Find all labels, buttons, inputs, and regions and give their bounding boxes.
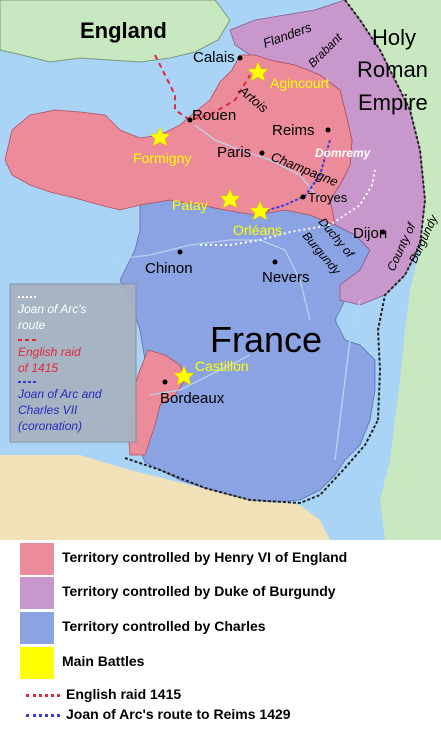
- river-seine: [194, 124, 321, 201]
- legend: Territory controlled by Henry VI of Engl…: [0, 540, 441, 730]
- city-dot-nevers: [272, 259, 278, 265]
- city-paris: Paris: [217, 144, 251, 161]
- region-hre-line3: Empire: [358, 90, 428, 115]
- legend-swatch-battles: [20, 647, 54, 679]
- battle-star-castillon: [173, 365, 195, 386]
- city-dot-bordeaux: [162, 379, 168, 385]
- battle-patay: Patay: [172, 197, 208, 213]
- city-nevers: Nevers: [262, 269, 310, 286]
- southern-border: [124, 419, 379, 505]
- joan-route: [200, 169, 376, 246]
- region-england: England: [80, 18, 167, 43]
- legend-line-label-raid: English raid 1415: [66, 686, 182, 702]
- inset-coronation-label-1: Joan of Arc and: [17, 387, 102, 401]
- city-bordeaux: Bordeaux: [160, 390, 225, 407]
- inset-coronation-label-2: Charles VII: [18, 403, 78, 417]
- battle-castillon: Castillon: [195, 358, 249, 374]
- city-rouen: Rouen: [192, 107, 236, 124]
- river-garonne: [149, 354, 251, 396]
- city-dot-rouen: [187, 117, 193, 123]
- battle-star-formigny: [149, 126, 171, 147]
- battle-star-patay: [219, 188, 241, 209]
- city-chinon: Chinon: [145, 260, 193, 277]
- region-hre-line2: Roman: [357, 57, 428, 82]
- region-hre-line1: Holy: [372, 25, 416, 50]
- city-dot-paris: [259, 150, 265, 156]
- map: England Holy Roman Empire France Flander…: [0, 0, 441, 540]
- legend-line-label-route: Joan of Arc's route to Reims 1429: [66, 706, 291, 722]
- battle-star-orleans: [249, 200, 271, 221]
- battle-orleans: Orléans: [233, 222, 282, 238]
- city-dot-chinon: [177, 249, 183, 255]
- region-france: France: [210, 319, 322, 360]
- spain-landmass: [0, 455, 330, 540]
- city-dot-troyes: [300, 194, 306, 200]
- city-domremy: Domremy: [315, 146, 372, 160]
- legend-line-sample-route: [26, 714, 60, 717]
- city-dot-dijon: [380, 229, 386, 235]
- inset-raid-label-2: of 1415: [18, 361, 58, 375]
- river-rhone: [334, 299, 361, 461]
- battle-formigny: Formigny: [133, 150, 191, 166]
- city-dijon: Dijon: [353, 225, 387, 242]
- england-landmass: [0, 0, 231, 63]
- city-reims: Reims: [272, 122, 315, 139]
- battle-agincourt: Agincourt: [270, 75, 329, 91]
- river-loire: [109, 239, 311, 321]
- inset-route-label-2: route: [18, 318, 46, 332]
- city-troyes: Troyes: [308, 190, 348, 205]
- city-dot-reims: [325, 127, 331, 133]
- inset-coronation-label-3: (coronation): [18, 419, 82, 433]
- inset-route-label-1: Joan of Arc's: [17, 302, 87, 316]
- english-territory: [4, 54, 353, 226]
- legend-label-battles: Main Battles: [62, 653, 145, 669]
- inset-raid-label-1: English raid: [18, 345, 81, 359]
- legend-line-sample-raid: [26, 694, 60, 697]
- legend-swatch-burgundy: [20, 577, 54, 609]
- legend-label-english: Territory controlled by Henry VI of Engl…: [62, 549, 348, 565]
- battle-star-agincourt: [247, 61, 269, 82]
- city-dot-calais: [237, 55, 243, 61]
- legend-label-charles: Territory controlled by Charles: [62, 618, 266, 634]
- legend-swatch-charles: [20, 612, 54, 644]
- legend-swatch-english: [20, 543, 54, 575]
- inset-legend-box: [9, 283, 137, 443]
- eastern-border: [344, 0, 427, 421]
- hre-landmass: [345, 0, 441, 540]
- legend-label-burgundy: Territory controlled by Duke of Burgundy: [62, 583, 336, 599]
- city-calais: Calais: [193, 49, 235, 66]
